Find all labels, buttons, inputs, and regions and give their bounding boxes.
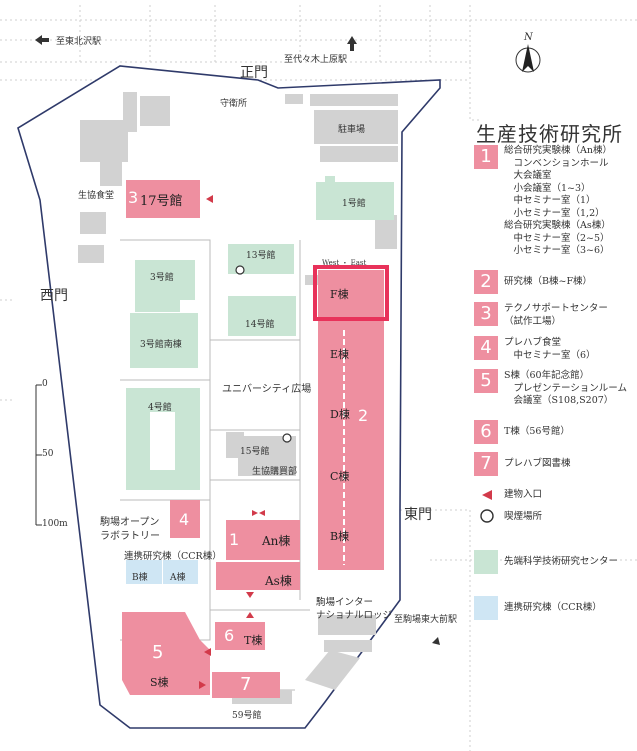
label-west: West: [322, 259, 340, 267]
station-higashikitazawa: 至東北沢駅: [56, 37, 102, 47]
label-e: E棟: [330, 348, 350, 361]
label-ccr-b: B棟: [132, 573, 148, 583]
legend-text-4: プレハブ食堂 中セミナー室（6）: [504, 337, 596, 361]
legend-text-3: テクノサポートセンター （試作工場）: [504, 303, 608, 327]
label-plaza: ユニバーシティ広場: [222, 384, 312, 395]
num-4-badge: 4: [179, 510, 190, 529]
station-komabatodaimae: 至駒場東大前駅: [394, 615, 458, 625]
label-14: 14号館: [245, 320, 275, 330]
ccr-buildings: [126, 560, 198, 584]
smoking-legend-icon: [480, 509, 494, 523]
compass-label: N: [524, 32, 533, 43]
legend-green-swatch: [474, 550, 498, 574]
num-3-badge: 3: [128, 188, 139, 207]
legend-text-6: T棟（56号館）: [504, 426, 570, 437]
label-1: 1号館: [342, 199, 366, 209]
legend-entrance: 建物入口: [504, 489, 543, 500]
legend-blue: 連携研究棟（CCR棟）: [504, 602, 602, 613]
legend-text-5: S棟（60年記念館） プレゼンテーションルーム 会議室（S108,S207）: [504, 370, 628, 406]
scale-50: 50: [42, 449, 54, 459]
gray-buildings: [78, 92, 398, 704]
label-t: T棟: [244, 634, 263, 647]
num-2-badge: 2: [358, 406, 369, 425]
legend-num-7: 7: [474, 452, 498, 476]
label-an: An棟: [262, 534, 291, 548]
legend-text-1: 総合研究実験棟（An棟） コンベンションホール 大会議室 小会議室（1~3） 中…: [504, 145, 612, 256]
scale-100: 100m: [42, 519, 68, 529]
legend-num-1: 1: [474, 145, 498, 169]
scale-bar: [35, 384, 42, 526]
label-ccr: 連携研究棟（CCR棟）: [124, 551, 222, 562]
legend-num-6: 6: [474, 420, 498, 444]
compass-icon: [515, 44, 541, 73]
label-59: 59号館: [232, 711, 262, 721]
station-yoyogiuehara: 至代々木上原駅: [284, 55, 348, 65]
gate-north: 正門: [240, 65, 268, 81]
entrance-arrows: [199, 195, 265, 689]
scale-0: 0: [42, 379, 48, 389]
legend-green: 先端科学技術研究センター: [504, 556, 619, 567]
label-17: 17号館: [140, 194, 183, 209]
label-s: S棟: [150, 676, 169, 689]
gate-east: 東門: [404, 507, 432, 523]
entrance-legend-icon: [482, 490, 492, 500]
arrow-up-icon: [347, 36, 357, 44]
label-ccr-a: A棟: [170, 573, 186, 583]
label-4: 4号館: [148, 403, 172, 413]
label-east: East: [350, 259, 367, 267]
label-15: 15号館: [240, 447, 270, 457]
num-6-badge: 6: [224, 626, 235, 645]
label-13: 13号館: [246, 251, 276, 261]
num-1-badge: 1: [229, 530, 240, 549]
label-3: 3号館: [150, 273, 174, 283]
legend-smoking: 喫煙場所: [504, 511, 543, 522]
legend-num-2: 2: [474, 270, 498, 294]
legend-num-5: 5: [474, 369, 498, 393]
green-buildings: [126, 176, 394, 490]
label-intl: 駒場インター ナショナルロッジ: [316, 597, 393, 621]
num-7-badge: 7: [240, 674, 252, 695]
legend-blue-swatch: [474, 596, 498, 620]
label-d: D棟: [330, 408, 350, 421]
smoking-spot-icon: [282, 433, 292, 443]
label-c: C棟: [330, 470, 350, 483]
label-open-lab: 駒場オープン ラボラトリー: [100, 517, 160, 542]
num-5-badge: 5: [152, 642, 164, 663]
label-as: As棟: [265, 574, 292, 588]
gate-west: 西門: [40, 288, 68, 304]
arrow-left-icon: [35, 35, 42, 45]
label-f: F棟: [330, 288, 349, 301]
legend-text-7: プレハブ図書棟: [504, 458, 571, 469]
legend-text-2: 研究棟（B棟~F棟）: [504, 276, 593, 287]
arrow-down-right-icon: [432, 637, 440, 645]
label-coop-cafeteria: 生協食堂: [78, 191, 115, 201]
f-building-highlight: [313, 265, 389, 321]
label-guard: 守衛所: [220, 99, 248, 109]
legend-num-4: 4: [474, 336, 498, 360]
label-west-east: West ・ East: [322, 259, 367, 267]
label-coop-store: 生協購買部: [252, 467, 298, 477]
label-3s: 3号館南棟: [140, 340, 182, 350]
smoking-spot-icon: [235, 265, 245, 275]
label-parking: 駐車場: [338, 125, 366, 135]
legend-title: 生産技術研究所: [476, 122, 623, 146]
label-b: B棟: [330, 530, 350, 543]
legend-num-3: 3: [474, 302, 498, 326]
